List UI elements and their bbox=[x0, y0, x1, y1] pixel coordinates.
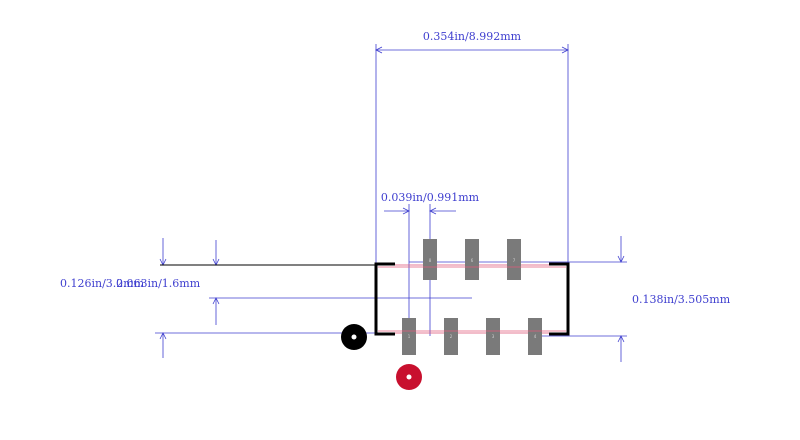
arrowhead bbox=[617, 255, 625, 263]
pad-number: 1 bbox=[408, 334, 411, 339]
pad-number: 7 bbox=[513, 258, 516, 263]
arrowhead bbox=[429, 207, 437, 215]
arrowhead bbox=[617, 335, 625, 343]
overall-height-label: 0.138in/3.505mm bbox=[632, 293, 731, 306]
pad-shape bbox=[528, 318, 542, 355]
pad[interactable]: 8 bbox=[423, 239, 437, 280]
pad-number: 2 bbox=[450, 334, 453, 339]
pad-shape bbox=[465, 239, 479, 280]
arrowhead bbox=[159, 332, 167, 340]
pad-shape bbox=[402, 318, 416, 355]
left-outer-label: 0.126in/3.2mm bbox=[60, 277, 145, 290]
courtyard-overlay bbox=[378, 266, 566, 332]
origin-marker-dot bbox=[351, 334, 357, 340]
top-pad-row: 8 6 7 bbox=[423, 239, 521, 280]
pad-shape bbox=[507, 239, 521, 280]
origin-marker-icon bbox=[341, 324, 367, 350]
pad-number: 6 bbox=[471, 258, 474, 263]
arrowhead bbox=[402, 207, 410, 215]
pin1-marker-icon bbox=[396, 364, 422, 390]
silkscreen-right-bracket bbox=[549, 262, 570, 336]
pad-number: 8 bbox=[429, 258, 432, 263]
pad-number: 4 bbox=[534, 334, 537, 339]
arrowhead bbox=[212, 297, 220, 305]
pad-shape bbox=[444, 318, 458, 355]
overall-width-label: 0.354in/8.992mm bbox=[423, 30, 522, 43]
left-inner-label: 0.063in/1.6mm bbox=[116, 277, 201, 290]
silkscreen-left-bracket bbox=[374, 262, 395, 336]
pad[interactable]: 3 bbox=[486, 318, 500, 355]
pad[interactable]: 7 bbox=[507, 239, 521, 280]
arrowhead bbox=[561, 46, 569, 54]
bottom-pad-row: 1 2 3 4 bbox=[402, 318, 542, 355]
arrowhead bbox=[375, 46, 383, 54]
pad[interactable]: 2 bbox=[444, 318, 458, 355]
pad-number: 3 bbox=[492, 334, 495, 339]
pad-shape bbox=[486, 318, 500, 355]
pin1-marker-dot bbox=[406, 374, 412, 380]
pad[interactable]: 1 bbox=[402, 318, 416, 355]
pad[interactable]: 4 bbox=[528, 318, 542, 355]
pad[interactable]: 6 bbox=[465, 239, 479, 280]
silkscreen-outline bbox=[374, 262, 570, 336]
pad-pitch-label: 0.039in/0.991mm bbox=[381, 191, 480, 204]
pad-shape bbox=[423, 239, 437, 280]
